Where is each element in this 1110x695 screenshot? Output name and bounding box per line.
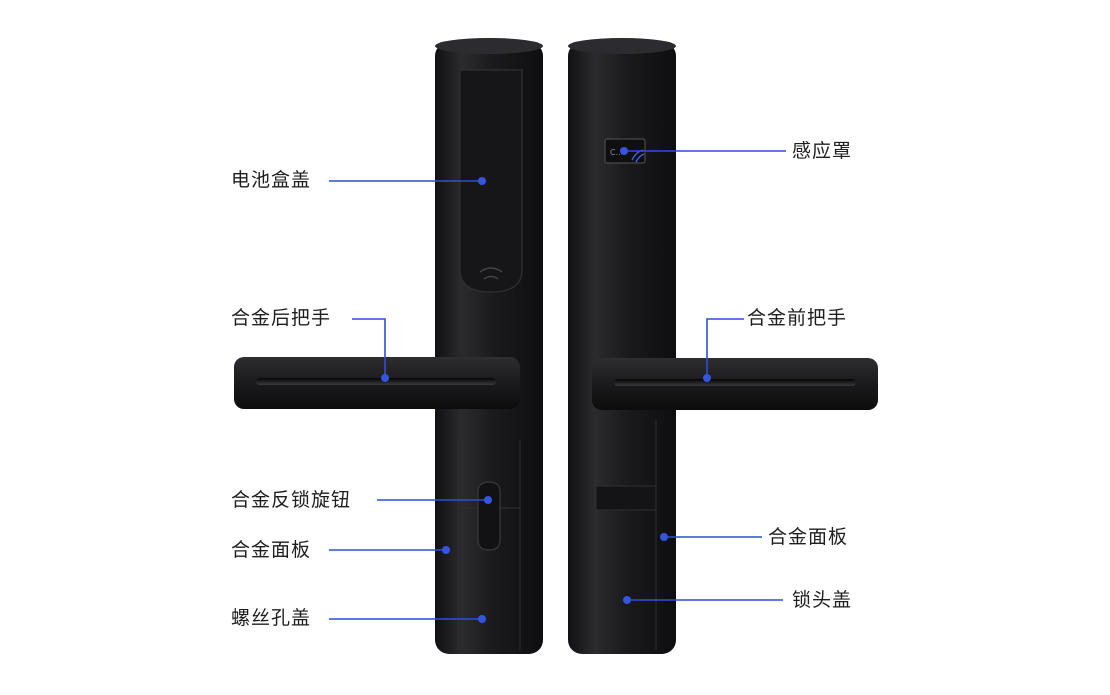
sensor-tag: C.. xyxy=(610,148,621,157)
label-sensor-cover: 感应罩 xyxy=(792,140,853,162)
label-front-panel: 合金面板 xyxy=(768,526,849,548)
label-rear-handle: 合金后把手 xyxy=(231,307,332,329)
leader-rear-handle xyxy=(352,318,386,378)
label-rear-panel: 合金面板 xyxy=(231,539,312,561)
front-lock-body: C.. xyxy=(568,38,676,654)
label-front-handle: 合金前把手 xyxy=(747,307,848,329)
leader-lines xyxy=(329,150,786,620)
rear-lock-body xyxy=(435,38,543,654)
front-handle xyxy=(592,358,878,410)
dot-screw-hole-cover xyxy=(478,615,486,623)
label-lock-head-cover: 锁头盖 xyxy=(792,589,853,611)
dot-rear-handle xyxy=(381,374,389,382)
label-screw-hole-cover: 螺丝孔盖 xyxy=(231,607,312,629)
dot-front-panel xyxy=(660,533,668,541)
leader-front-handle xyxy=(706,318,744,378)
dot-anti-lock-knob xyxy=(484,496,492,504)
battery-cover-shape xyxy=(459,69,523,293)
anti-lock-knob-shape xyxy=(477,481,501,551)
dot-rear-panel xyxy=(442,546,450,554)
dot-battery-cover xyxy=(478,177,486,185)
dot-sensor-cover xyxy=(620,147,628,155)
label-anti-lock-knob: 合金反锁旋钮 xyxy=(231,489,352,511)
leader-dots xyxy=(381,147,711,623)
rear-handle xyxy=(234,357,520,409)
dot-lock-head-cover xyxy=(623,596,631,604)
label-battery-cover: 电池盒盖 xyxy=(231,169,312,191)
dot-front-handle xyxy=(703,374,711,382)
